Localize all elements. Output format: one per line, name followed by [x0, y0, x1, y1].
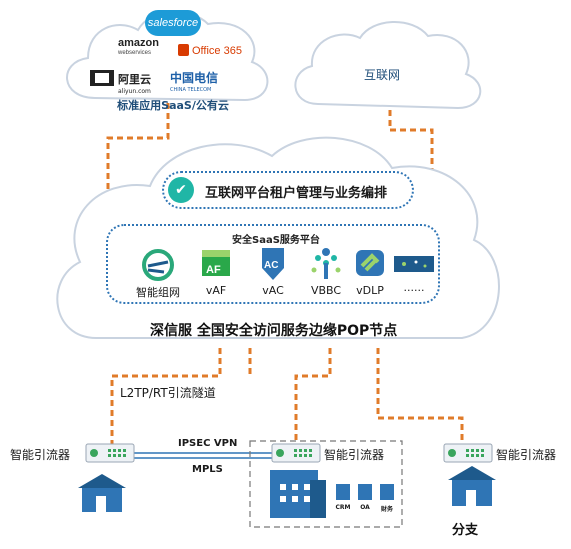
app-label: CRM — [335, 504, 351, 511]
service-label: vAC — [262, 284, 284, 297]
aliyun-logo: 阿里云 aliyun.com — [90, 70, 151, 98]
china-telecom-logo: 中国电信 CHINA TELECOM — [170, 72, 218, 96]
platform-title: 安全SaaS服务平台 — [232, 235, 320, 246]
branch-label: 分支 — [452, 523, 479, 538]
tunnel-right-line — [376, 348, 464, 450]
management-box — [162, 171, 414, 209]
telecom-sub: CHINA TELECOM — [170, 87, 212, 93]
service-label: VBBC — [310, 284, 342, 297]
saas-cloud-label: 标准应用SaaS/公有云 — [117, 99, 229, 112]
internet-cloud-label: 互联网 — [363, 68, 400, 82]
shield-check-icon: ✔ — [168, 177, 194, 203]
aliyun-sub: aliyun.com — [118, 88, 151, 95]
service-label: vDLP — [356, 284, 384, 297]
office365-logo: Office 365 — [178, 44, 242, 57]
device-label-center: 智能引流器 — [324, 448, 385, 462]
amazon-logo-sub: webservices — [118, 50, 152, 56]
device-label-left: 智能引流器 — [10, 448, 71, 462]
app-label: OA — [360, 504, 370, 511]
amazon-logo-text: amazon — [118, 37, 159, 49]
management-label: 互联网平台租户管理与业务编排 — [205, 186, 388, 201]
pop-title: 深信服 全国安全访问服务边缘POP节点 — [150, 323, 398, 339]
aliyun-icon — [90, 70, 114, 86]
office-icon — [178, 44, 189, 56]
salesforce-logo: salesforce — [145, 10, 201, 36]
ipsec-label: IPSEC VPN — [178, 438, 238, 449]
app-label: 财务 — [380, 506, 393, 513]
mpls-label: MPLS — [192, 464, 223, 475]
office365-text: Office 365 — [192, 45, 242, 57]
tunnel-left-line — [110, 348, 222, 450]
service-label: 智能组网 — [136, 286, 180, 299]
telecom-text: 中国电信 — [170, 71, 219, 85]
amazon-logo: amazon webservices — [118, 38, 159, 58]
service-label: vAF — [205, 284, 227, 297]
service-label: ...... — [403, 281, 425, 294]
tunnel-label: L2TP/RT引流隧道 — [120, 386, 216, 400]
hq-boundary — [249, 440, 403, 528]
device-label-right: 智能引流器 — [496, 448, 557, 462]
internet-cloud-shape — [294, 21, 482, 110]
aliyun-text: 阿里云 — [118, 73, 151, 86]
saas-link-line — [106, 103, 170, 195]
tunnel-center-line — [294, 348, 332, 450]
internet-link-line — [388, 100, 434, 185]
